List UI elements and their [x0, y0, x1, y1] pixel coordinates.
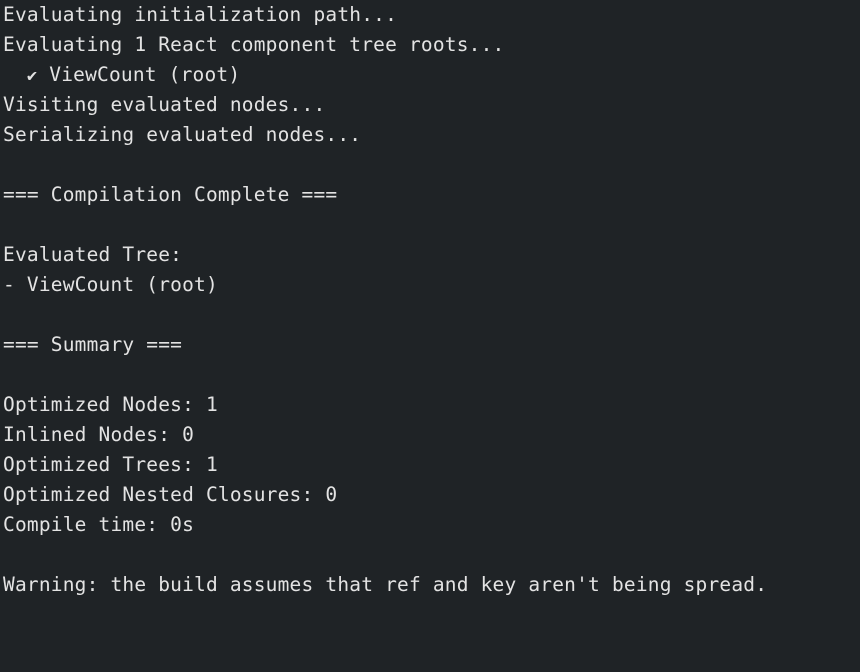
warning-message: Warning: the build assumes that ref and …: [3, 573, 768, 596]
stat-optimized-nested-closures: Optimized Nested Closures: 0: [3, 483, 338, 506]
root-component-label: ViewCount (root): [37, 63, 241, 86]
log-line-init: Evaluating initialization path...: [3, 3, 398, 26]
evaluated-tree-item: - ViewCount (root): [3, 273, 218, 296]
stat-inlined-nodes: Inlined Nodes: 0: [3, 423, 195, 446]
evaluated-tree-heading: Evaluated Tree:: [3, 243, 183, 266]
blank-line: [3, 210, 860, 240]
indent: [3, 63, 27, 86]
stat-compile-time: Compile time: 0s: [3, 513, 195, 536]
checkmark-icon: ✔: [26, 66, 38, 86]
compilation-complete-heading: === Compilation Complete ===: [3, 183, 338, 206]
stat-optimized-trees: Optimized Trees: 1: [3, 453, 218, 476]
blank-line: [3, 300, 860, 330]
log-line-evaluating-roots: Evaluating 1 React component tree roots.…: [3, 33, 505, 56]
log-line-root-checked: ✔ ViewCount (root): [3, 60, 860, 90]
blank-line: [3, 540, 860, 570]
blank-line: [3, 360, 860, 390]
blank-line: [3, 150, 860, 180]
log-line-serializing: Serializing evaluated nodes...: [3, 123, 362, 146]
stat-optimized-nodes: Optimized Nodes: 1: [3, 393, 218, 416]
log-line-visiting: Visiting evaluated nodes...: [3, 93, 326, 116]
summary-heading: === Summary ===: [3, 333, 183, 356]
